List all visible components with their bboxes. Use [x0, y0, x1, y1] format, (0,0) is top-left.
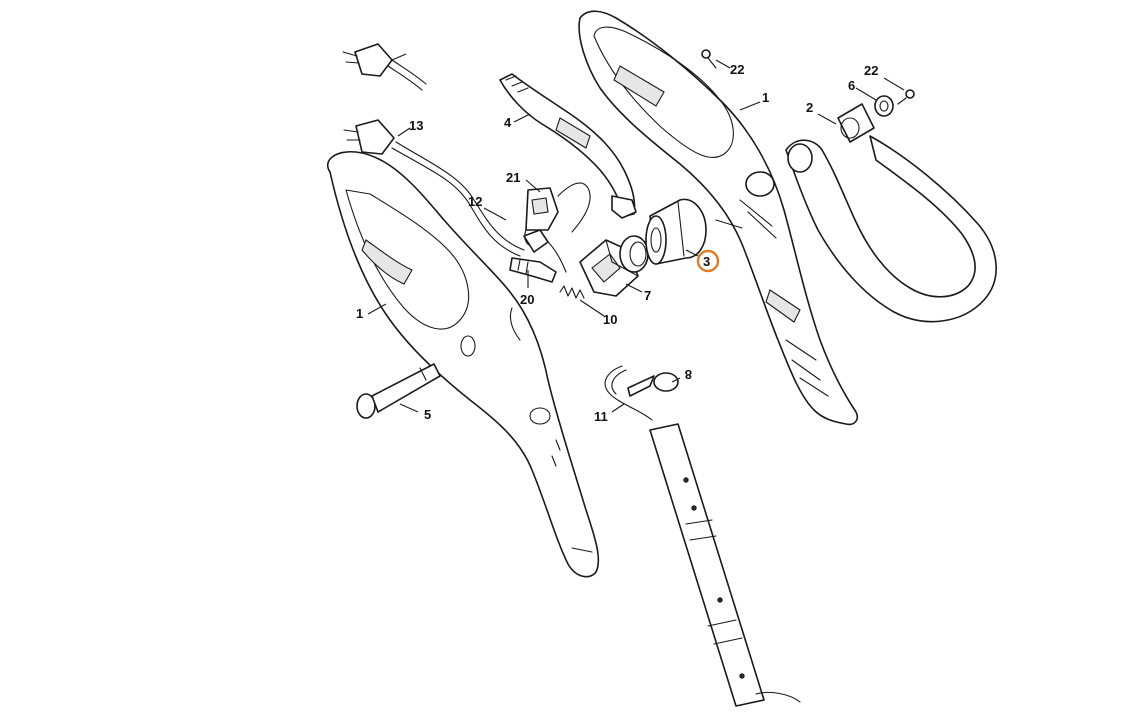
callout-8-label: 8: [685, 367, 692, 382]
callout-7[interactable]: 7: [644, 288, 651, 303]
cable-clamp: [509, 257, 557, 283]
callout-13[interactable]: 13: [409, 118, 423, 133]
callout-22-top[interactable]: 22: [730, 62, 744, 77]
callout-12[interactable]: 12: [468, 194, 482, 209]
selected-part-ring: [696, 249, 720, 273]
shaft-tube: [604, 365, 801, 707]
screw-top: [701, 49, 717, 69]
callout-20-label: 20: [520, 292, 534, 307]
motor-cylinder: [645, 198, 707, 265]
spring: [559, 285, 585, 299]
callout-22-right[interactable]: 22: [864, 63, 878, 78]
callout-1-left-label: 1: [356, 306, 363, 321]
callout-5[interactable]: 5: [424, 407, 431, 422]
callout-3-label: 3: [703, 254, 710, 269]
cable-connector: [523, 229, 567, 273]
callout-10-label: 10: [603, 312, 617, 327]
callout-20[interactable]: 20: [520, 292, 534, 307]
callout-22-right-label: 22: [864, 63, 878, 78]
callout-2-label: 2: [806, 100, 813, 115]
callout-5-label: 5: [424, 407, 431, 422]
callout-2[interactable]: 2: [806, 100, 813, 115]
callout-21[interactable]: 21: [506, 170, 520, 185]
clip: [627, 372, 679, 397]
screw-right: [897, 89, 915, 105]
trigger-lever: [499, 73, 637, 219]
bushing-disc: [619, 235, 649, 273]
power-plug-top: [342, 43, 427, 91]
loop-handle: [785, 103, 997, 323]
callout-12-label: 12: [468, 194, 482, 209]
callout-1-right-label: 1: [762, 90, 769, 105]
callout-11-label: 11: [594, 409, 608, 424]
leader-lines: [367, 59, 905, 413]
callout-22-top-label: 22: [730, 62, 744, 77]
callout-1-right[interactable]: 1: [762, 90, 769, 105]
callout-3[interactable]: 3: [696, 249, 720, 273]
power-cable-plug: [343, 119, 525, 257]
callout-11[interactable]: 11: [594, 409, 608, 424]
callout-4-label: 4: [504, 115, 512, 130]
callout-10[interactable]: 10: [603, 312, 617, 327]
callout-8[interactable]: 8: [685, 367, 692, 382]
callout-13-label: 13: [409, 118, 423, 133]
nut: [874, 95, 894, 117]
switch-module: [524, 182, 591, 247]
callout-1-left[interactable]: 1: [356, 306, 363, 321]
callout-4[interactable]: 4: [504, 115, 512, 130]
handle-half-left: [327, 150, 600, 578]
callout-7-label: 7: [644, 288, 651, 303]
pin: [356, 363, 441, 419]
handle-half-right: [578, 10, 859, 426]
callout-21-label: 21: [506, 170, 520, 185]
callout-6-label: 6: [848, 78, 855, 93]
callout-6[interactable]: 6: [848, 78, 855, 93]
